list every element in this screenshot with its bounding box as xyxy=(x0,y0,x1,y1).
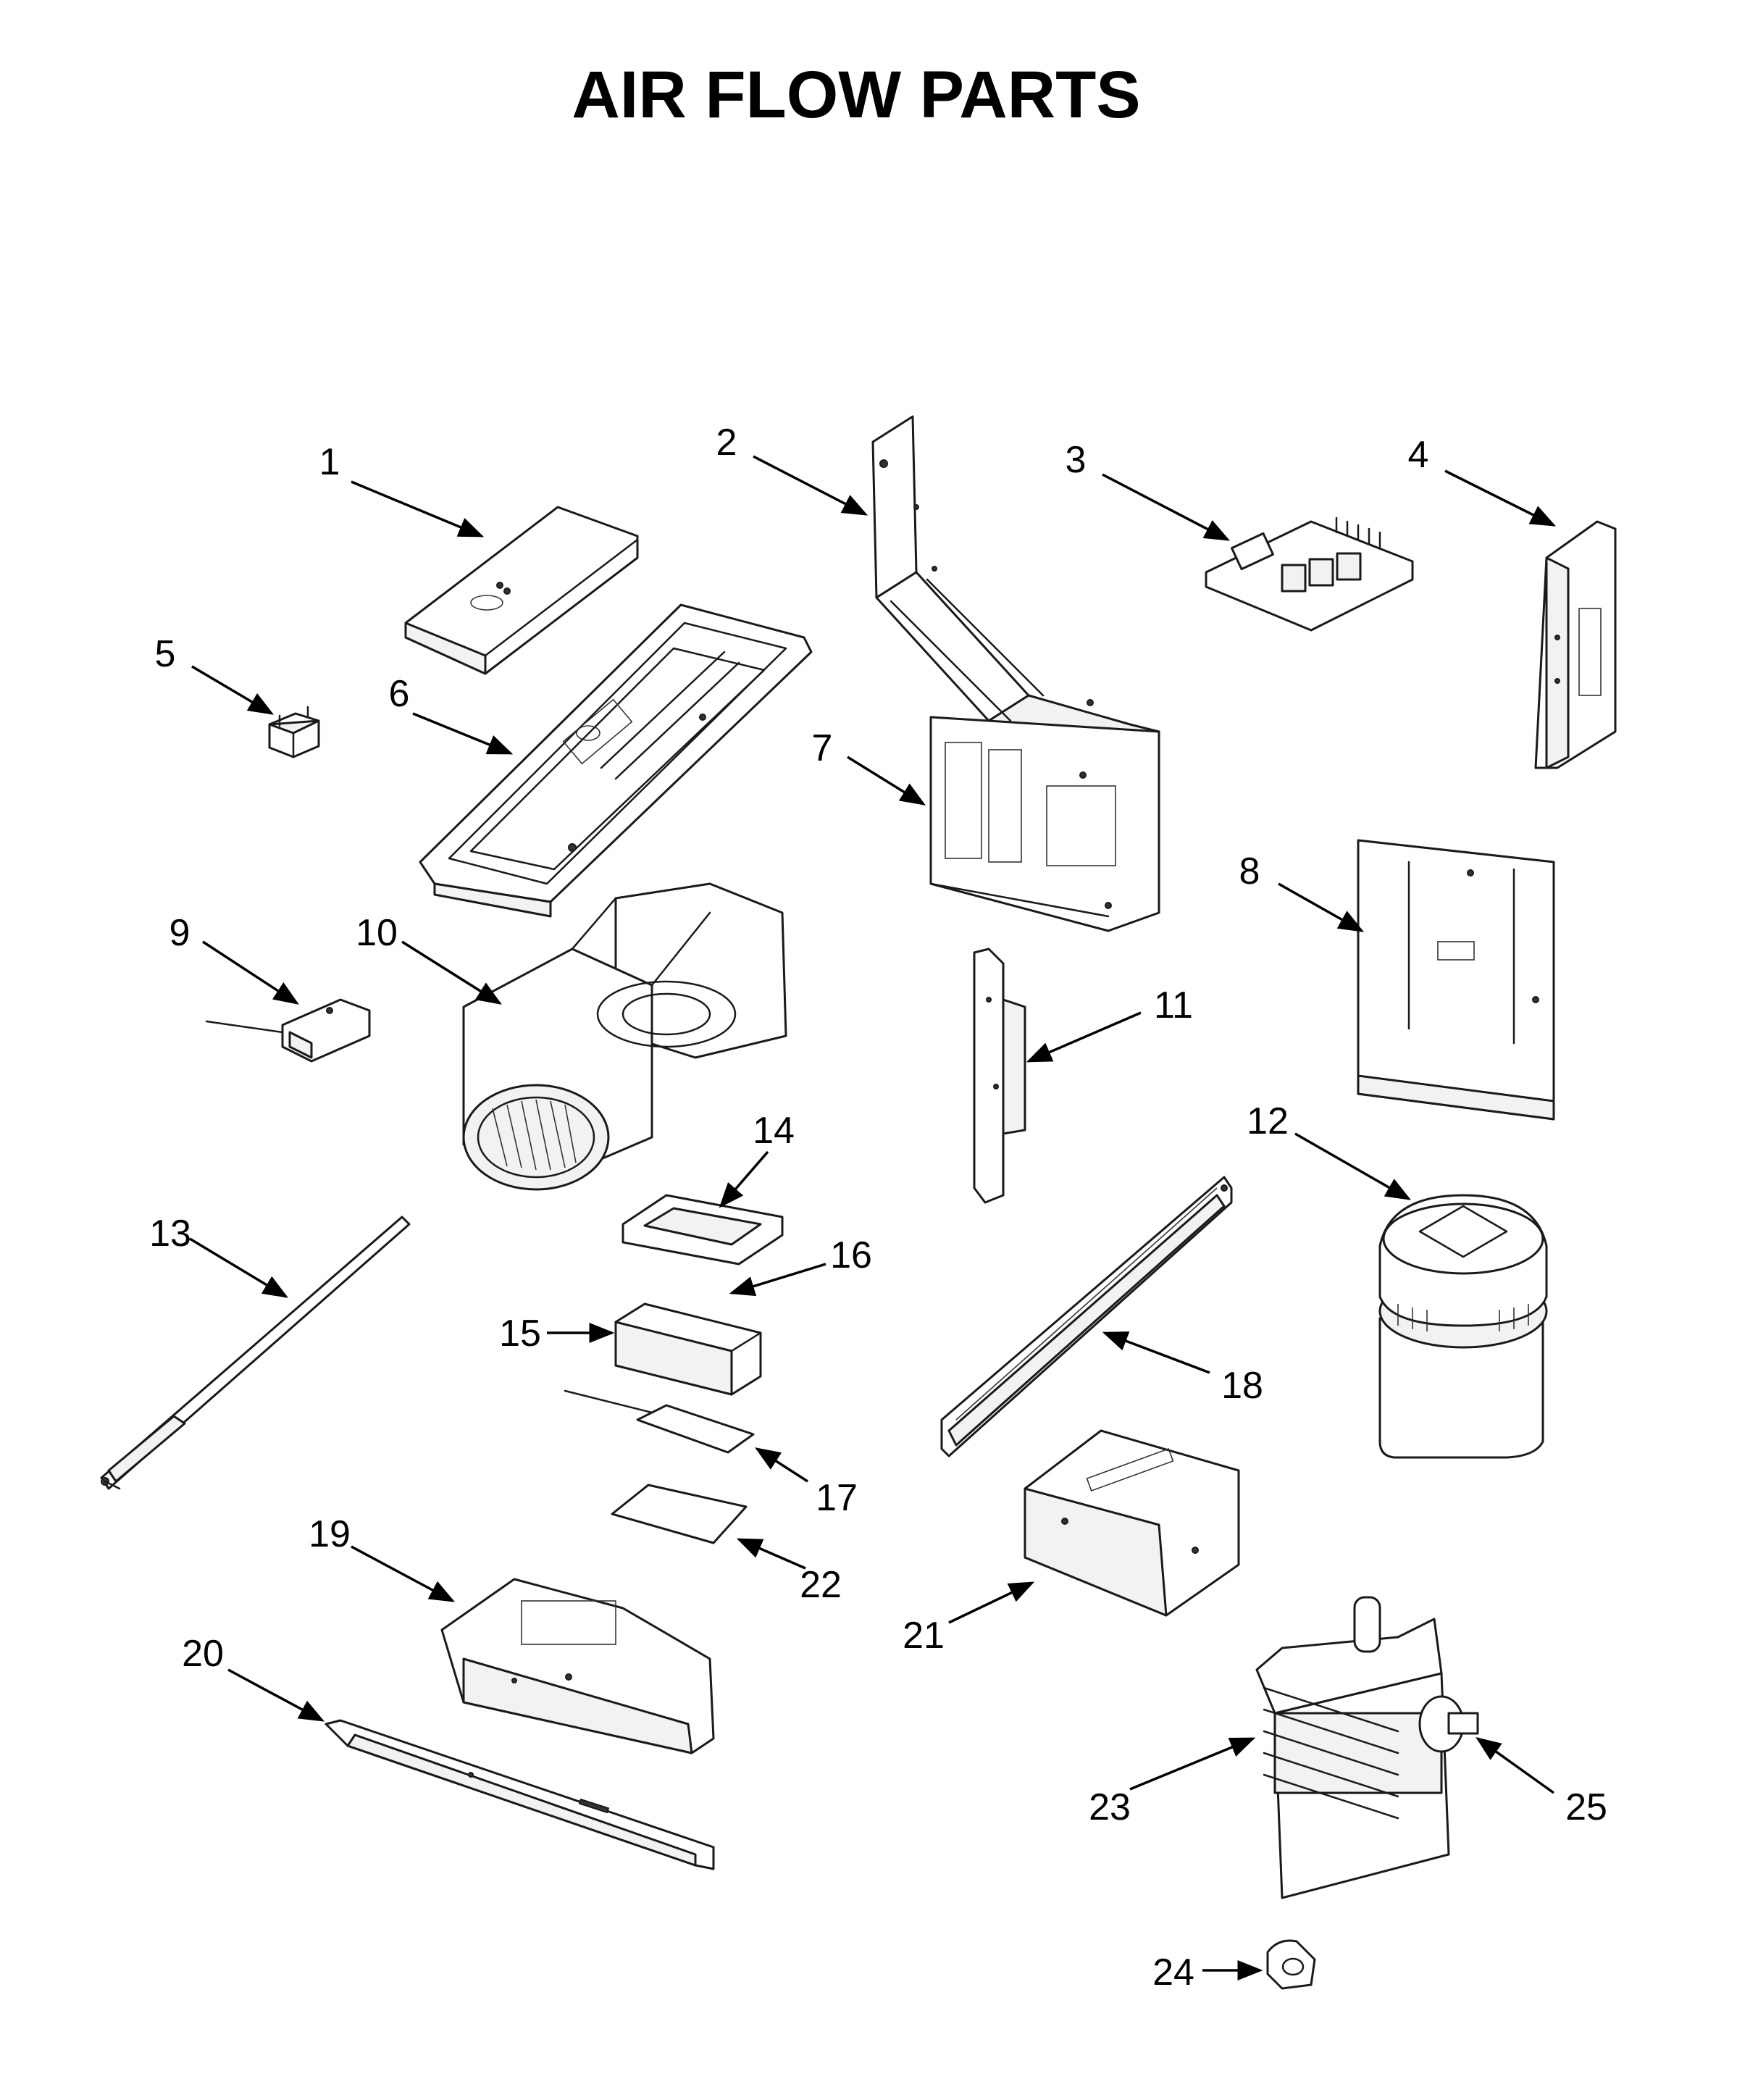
page-title: AIR FLOW PARTS xyxy=(572,58,1140,132)
callout-17: 17 xyxy=(816,1477,858,1519)
part-10-blower xyxy=(462,882,787,1191)
callout-25: 25 xyxy=(1565,1786,1607,1828)
part-12-fan-motor xyxy=(1378,1194,1548,1459)
part-22-plate xyxy=(611,1484,748,1544)
callout-labels: 1 2 3 4 5 6 7 8 9 10 11 12 13 14 15 16 1… xyxy=(149,422,1607,1994)
part-23-magnetron xyxy=(1255,1596,1479,1899)
callout-10: 10 xyxy=(356,912,398,954)
callout-4: 4 xyxy=(1408,434,1429,476)
part-24-clip xyxy=(1266,1939,1316,1990)
callout-24: 24 xyxy=(1152,1952,1194,1994)
part-14-filter-frame xyxy=(621,1194,784,1266)
part-5-block xyxy=(268,706,320,758)
callout-6: 6 xyxy=(389,673,410,715)
callout-22: 22 xyxy=(800,1564,842,1606)
callout-leaders xyxy=(189,455,1557,1980)
callout-21: 21 xyxy=(903,1615,945,1657)
callout-16: 16 xyxy=(830,1234,872,1276)
callout-19: 19 xyxy=(309,1513,351,1555)
part-20-angle-strip xyxy=(325,1719,715,1870)
callout-5: 5 xyxy=(155,633,176,675)
part-11-bracket xyxy=(973,947,1026,1204)
part-2-bracket xyxy=(871,415,1160,762)
part-9-sensor xyxy=(205,998,371,1063)
part-21-mount-bracket xyxy=(1024,1429,1240,1617)
callout-18: 18 xyxy=(1221,1365,1263,1407)
callout-23: 23 xyxy=(1089,1786,1131,1828)
part-4-side-panel xyxy=(1534,520,1617,769)
callout-13: 13 xyxy=(149,1213,191,1255)
callout-2: 2 xyxy=(716,422,737,464)
callout-1: 1 xyxy=(319,441,340,483)
callout-7: 7 xyxy=(812,727,833,769)
part-13-rail xyxy=(100,1216,411,1490)
callout-8: 8 xyxy=(1239,850,1260,892)
part-17-plate-with-lead xyxy=(564,1389,755,1454)
part-19-housing xyxy=(440,1578,715,1754)
part-3-circuit-board xyxy=(1205,516,1414,632)
callout-9: 9 xyxy=(169,912,191,954)
part-18-long-rail xyxy=(940,1176,1233,1457)
callout-3: 3 xyxy=(1066,439,1087,481)
callout-11: 11 xyxy=(1154,984,1193,1026)
part-7-panel xyxy=(929,716,1160,932)
callout-15: 15 xyxy=(499,1313,541,1355)
callout-12: 12 xyxy=(1247,1100,1289,1142)
part-15-16-duct xyxy=(614,1302,762,1396)
callout-20: 20 xyxy=(182,1633,224,1675)
part-1-cover xyxy=(404,506,639,675)
part-6-duct-tray xyxy=(419,603,813,918)
part-8-back-plate xyxy=(1357,839,1555,1121)
callout-14: 14 xyxy=(753,1110,795,1152)
